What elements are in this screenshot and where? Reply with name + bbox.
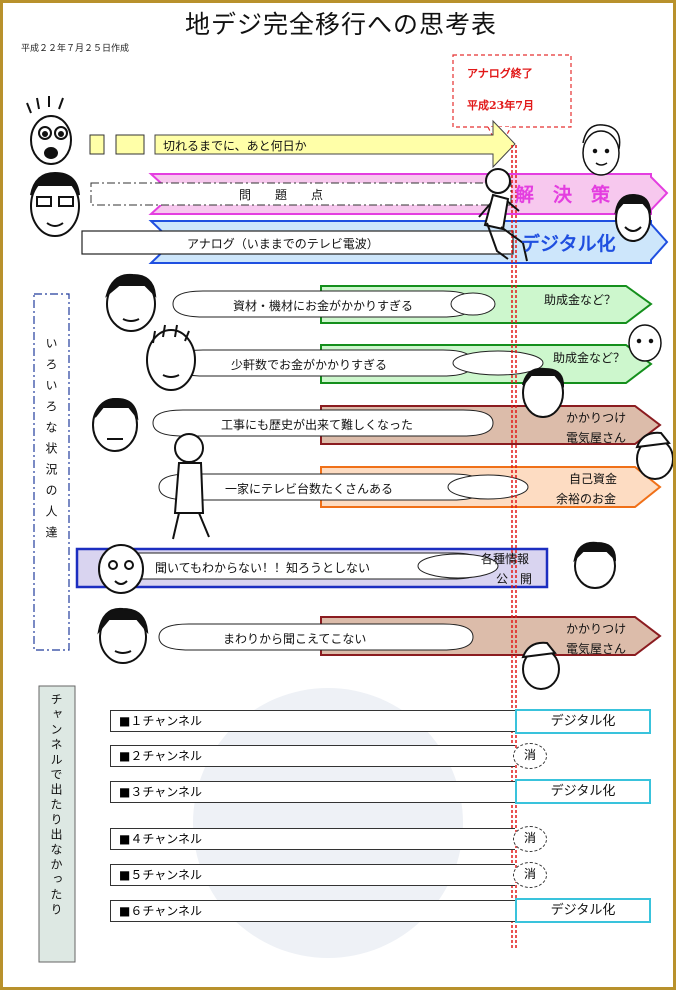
channel-2-result: 消 (513, 743, 547, 769)
smiling-man-face (614, 193, 652, 242)
situation-2-problem: 少軒数でお金がかかりすぎる (231, 358, 388, 372)
person-2-face (146, 324, 196, 391)
glasses-man-face (30, 171, 80, 237)
channel-4-row: ■４チャンネル (110, 828, 515, 850)
situations-label: いろいろな状況の人達 (44, 337, 58, 547)
situation-5-answer-2: 公 開 (496, 572, 533, 586)
person-5-face (98, 544, 144, 594)
lady-face (582, 124, 621, 176)
countdown-arrow (154, 119, 516, 169)
channel-1-row: ■１チャンネル (110, 710, 515, 732)
situation-5-problem: 聞いてもわからない！！知ろうとしない (155, 561, 371, 575)
deadline-callout (452, 54, 572, 151)
problem-label: 問 題 点 (239, 188, 324, 202)
situation-3-problem: 工事にも歴史が出来て難しくなった (221, 418, 414, 432)
problem-box (90, 182, 512, 206)
woman-face (573, 541, 617, 589)
deadline-label: アナログ終了 (467, 67, 533, 80)
helper-man-face (522, 367, 565, 418)
creation-date: 平成２２年７月２５日作成 (21, 44, 130, 54)
electrician-face-2 (521, 641, 560, 690)
channels-label: チャンネルで出たり出なかったり (49, 693, 63, 918)
channel-5-row: ■５チャンネル (110, 864, 515, 886)
page-title: 地デジ完全移行への思考表 (184, 10, 497, 39)
person-3-face (92, 397, 139, 452)
situation-3-answer-1: かかりつけ (566, 411, 627, 425)
situations-label-box (33, 293, 70, 651)
channel-6-row: ■６チャンネル (110, 900, 515, 922)
situation-6-answer-1: かかりつけ (566, 622, 627, 636)
running-man (478, 168, 528, 262)
digital-label: デジタル化 (521, 233, 616, 255)
analog-label: アナログ（いままでのテレビ電波） (187, 237, 379, 251)
person-6-face (97, 607, 149, 664)
situation-4-answer-2: 余裕のお金 (556, 492, 617, 506)
situation-1-answer: 助成金など？ (544, 293, 617, 307)
channel-4-result: 消 (513, 826, 547, 852)
old-lady-face (628, 324, 662, 362)
analog-box (81, 230, 514, 255)
situation-1-problem: 資材・機材にお金がかかりすぎる (233, 299, 414, 313)
channel-3-row: ■３チャンネル (110, 781, 515, 803)
situation-3-answer-2: 電気屋さん (566, 431, 627, 445)
channel-2-row: ■２チャンネル (110, 745, 515, 767)
situation-6-answer-2: 電気屋さん (566, 642, 627, 656)
channel-1-result: デジタル化 (515, 709, 651, 734)
arrow-diagram (26, 54, 673, 963)
situation-2-answer: 助成金など？ (553, 351, 626, 365)
person-4-figure (172, 433, 210, 540)
situation-6-problem: まわりから聞こえてこない (223, 632, 367, 646)
person-1-face (105, 273, 157, 332)
deadline-date: 平成23年7月 (467, 99, 534, 112)
situation-4-problem: 一家にテレビ台数たくさんある (225, 482, 394, 496)
countdown-box-2 (115, 134, 145, 155)
situation-4-answer-1: 自己資金 (569, 472, 618, 486)
countdown-text: 切れるまでに、あと何日か (163, 139, 307, 153)
channel-5-result: 消 (513, 862, 547, 888)
channels-label-box (38, 685, 76, 963)
channel-6-result: デジタル化 (515, 898, 651, 923)
solution-label: 解 決 策 (515, 184, 611, 206)
electrician-face-1 (635, 431, 673, 480)
situation-5-answer-1: 各種情報 (481, 552, 530, 566)
surprised-man-face (26, 96, 72, 165)
channel-3-result: デジタル化 (515, 779, 651, 804)
countdown-box-1 (89, 134, 105, 155)
